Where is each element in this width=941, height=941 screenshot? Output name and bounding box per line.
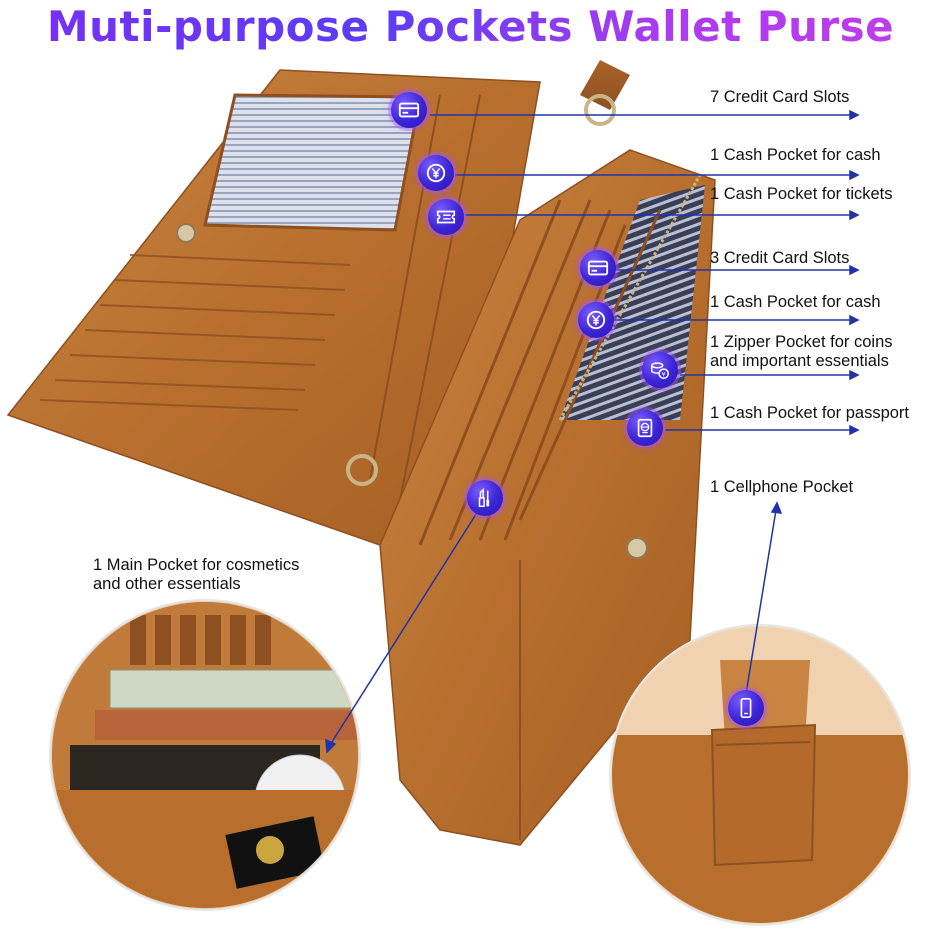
svg-text:¥: ¥: [662, 370, 666, 378]
detail-circle-left: [49, 599, 361, 911]
credit-card-icon: [391, 92, 427, 128]
callout-arrows: [325, 109, 860, 754]
label-credit-slots-7: 7 Credit Card Slots: [710, 88, 850, 106]
label-cellphone-pocket: 1 Cellphone Pocket: [710, 478, 854, 496]
label-zipper-line2: and important essentials: [710, 352, 889, 370]
page-title: Muti-purpose Pockets Wallet Purse: [0, 2, 941, 51]
id-window: [203, 93, 422, 232]
label-ticket-pocket: 1 Cash Pocket for tickets: [710, 185, 893, 203]
flap-card-slots: [39, 254, 351, 411]
label-passport-pocket: 1 Cash Pocket for passport: [710, 404, 910, 422]
ticket-icon: [428, 199, 464, 235]
label-cash-pocket-1: 1 Cash Pocket for cash: [710, 146, 881, 164]
label-zipper-line1: 1 Zipper Pocket for coins: [710, 333, 893, 351]
credit-card-icon: [580, 250, 616, 286]
cellphone-icon: [728, 690, 764, 726]
lipstick-icon: [467, 480, 503, 516]
passport-icon: [627, 410, 663, 446]
label-cash-pocket-2: 1 Cash Pocket for cash: [710, 293, 881, 311]
detail-circle-right: [609, 624, 911, 926]
yen-coin-icon: [578, 302, 614, 338]
coins-icon: ¥: [642, 352, 678, 388]
label-main-line1: 1 Main Pocket for cosmetics: [93, 556, 300, 574]
yen-coin-icon: [418, 155, 454, 191]
label-main-line2: and other essentials: [93, 575, 241, 593]
label-credit-slots-3: 3 Credit Card Slots: [710, 249, 850, 267]
